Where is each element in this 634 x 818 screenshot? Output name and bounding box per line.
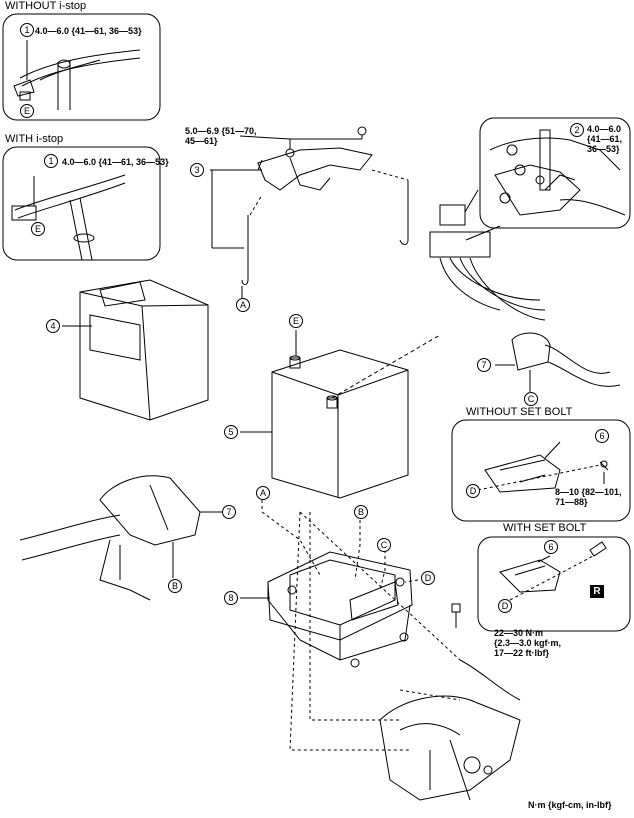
callout-c-right: C	[524, 392, 538, 406]
units-note: N·m {kgf-cm, in-lbf}	[528, 800, 612, 810]
callout-c-tray: C	[377, 538, 391, 552]
header-with-set-bolt: WITH SET BOLT	[503, 522, 587, 534]
callout-6-no-bolt: 6	[595, 429, 609, 443]
callout-8: 8	[224, 591, 238, 605]
callout-1-terminal: 1	[20, 23, 34, 37]
callout-a-tray: A	[256, 486, 270, 500]
inset-terminal-detail	[479, 117, 631, 229]
callout-4: 4	[46, 319, 60, 333]
callout-e-istop: E	[31, 222, 45, 236]
torque-clamp-nuts: 5.0—6.9 {51—70, 45—61}	[185, 126, 257, 146]
r-mark: R	[590, 585, 604, 598]
callout-1-istop: 1	[44, 154, 58, 168]
callout-6-set-bolt: 6	[544, 540, 558, 554]
callout-7-left: 7	[222, 505, 236, 519]
torque-tray-bolt: 22—30 N·m {2.3—3.0 kgf·m, 17—22 ft·lbf}	[494, 628, 562, 658]
callout-d-set-bolt: D	[498, 599, 512, 613]
inset-without-set-bolt	[451, 419, 631, 522]
callout-a-rod: A	[236, 298, 250, 312]
callout-5: 5	[224, 425, 238, 439]
callout-2: 2	[570, 123, 584, 137]
callout-e-terminal: E	[20, 104, 34, 118]
callout-d-no-bolt: D	[466, 484, 480, 498]
torque-set-bolt-cover: 8—10 {82—101, 71—88}	[555, 487, 622, 507]
torque-terminal-no-istop: 4.0—6.0 {41—61, 36—53}	[35, 26, 142, 36]
header-with-istop: WITH i-stop	[5, 133, 64, 145]
header-without-set-bolt: WITHOUT SET BOLT	[466, 406, 573, 418]
inset-with-set-bolt	[477, 536, 631, 632]
torque-terminal-istop: 4.0—6.0 {41—61, 36—53}	[62, 157, 169, 167]
inset-without-istop	[2, 13, 161, 121]
header-without-istop: WITHOUT i-stop	[5, 0, 87, 12]
callout-d-tray: D	[421, 571, 435, 585]
callout-3: 3	[190, 163, 204, 177]
callout-e-battery: E	[289, 314, 303, 328]
callout-b-tray: B	[354, 505, 368, 519]
torque-detail-terminal: 4.0—6.0 {41—61, 36—53}	[587, 124, 623, 154]
callout-b-left: B	[168, 579, 182, 593]
callout-7-right: 7	[477, 358, 491, 372]
